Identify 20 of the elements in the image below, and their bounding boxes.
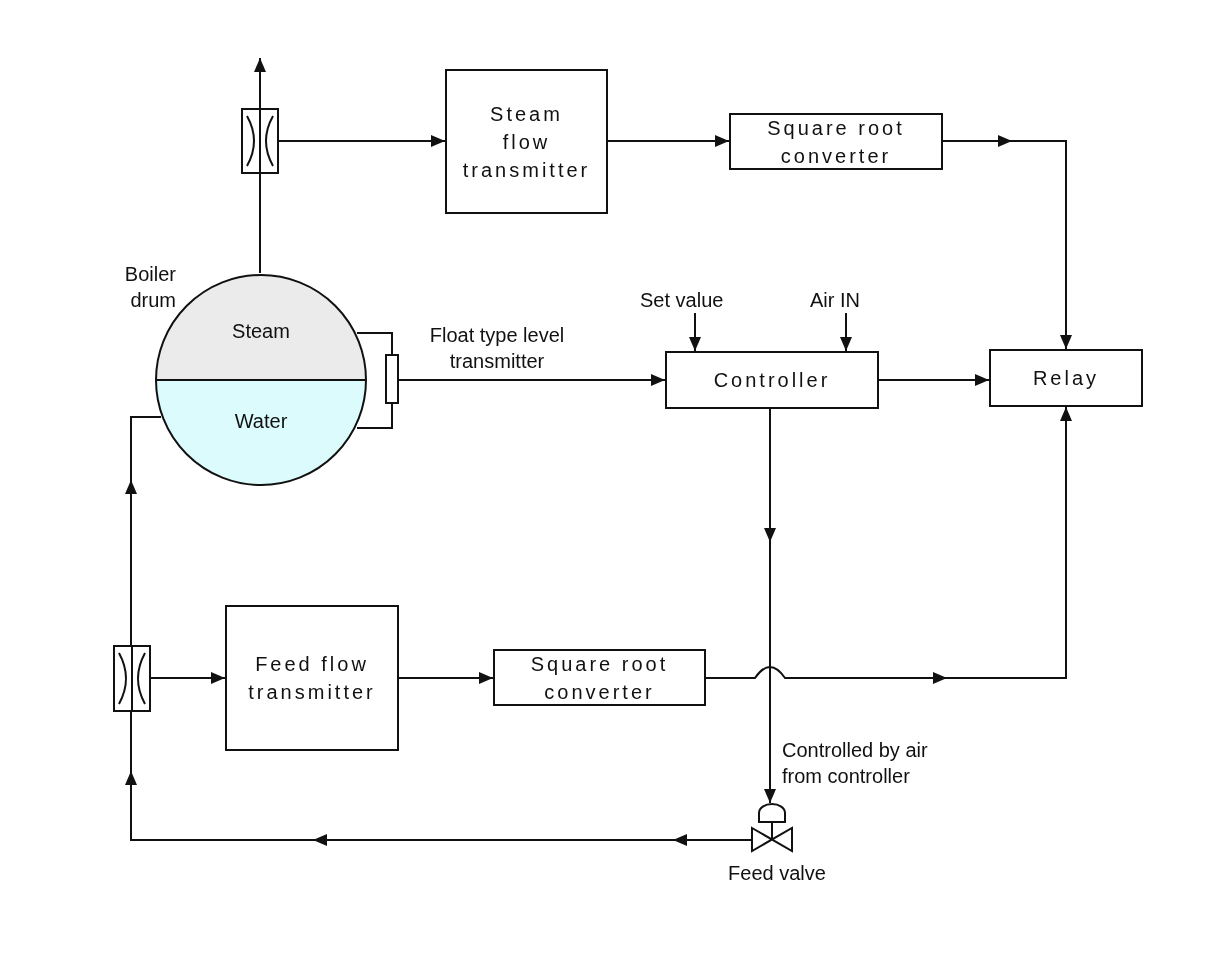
input-label: Set value	[640, 287, 724, 313]
box-label: Relay	[1032, 366, 1100, 391]
box-label: Steam flow transmitter	[462, 101, 591, 183]
box-label: Controller	[713, 368, 831, 393]
box-label: Square root converter	[766, 115, 906, 169]
process-box	[493, 649, 706, 706]
region-label: Water	[233, 409, 289, 434]
component-label: Feed valve	[727, 861, 827, 886]
note-text: Controlled by air from controller	[782, 738, 929, 789]
region-label: Steam	[231, 319, 291, 344]
box-label: Square root converter	[529, 651, 670, 705]
input-label: Air IN	[810, 287, 860, 313]
process-box	[665, 351, 879, 409]
process-box	[445, 69, 608, 214]
component-label: Boiler drum	[123, 262, 176, 313]
process-box	[989, 349, 1143, 407]
process-box	[729, 113, 943, 170]
box-label: Feed flow transmitter	[248, 652, 376, 705]
component-label: Float type level transmitter	[428, 323, 566, 374]
process-box	[225, 605, 399, 751]
